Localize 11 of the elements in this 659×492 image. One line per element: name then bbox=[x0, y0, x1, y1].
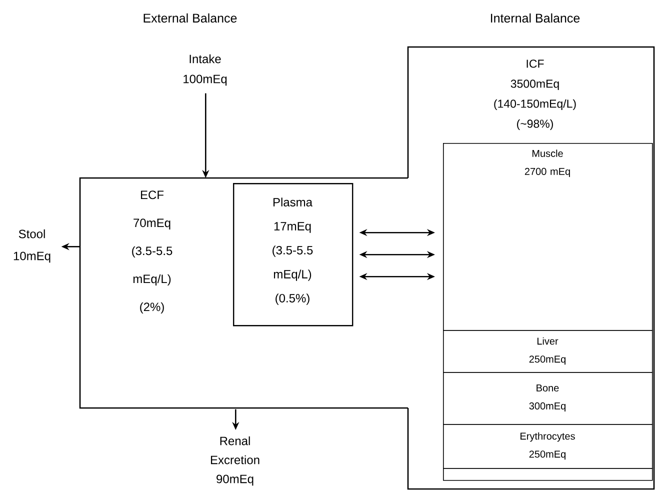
tissue-box: Bone 300mEq bbox=[443, 372, 653, 425]
tissue-box: Muscle 2700 mEq bbox=[443, 143, 653, 331]
heading: Internal Balance bbox=[491, 13, 580, 23]
flow-label: Intake 100mEq bbox=[184, 54, 227, 86]
heading: External Balance bbox=[144, 13, 237, 23]
flow-label: Renal Excretion 90mEq bbox=[210, 436, 260, 486]
flow-label: Stool 10mEq bbox=[14, 229, 50, 263]
plasma-box: Plasma 17mEq (3.5-5.5 mEq/L) (0.5%) bbox=[233, 183, 354, 326]
tissue-box: Liver 250mEq bbox=[443, 330, 653, 373]
tissue-box: Erythrocytes 250mEq bbox=[443, 424, 653, 469]
tissue-box bbox=[443, 468, 653, 481]
